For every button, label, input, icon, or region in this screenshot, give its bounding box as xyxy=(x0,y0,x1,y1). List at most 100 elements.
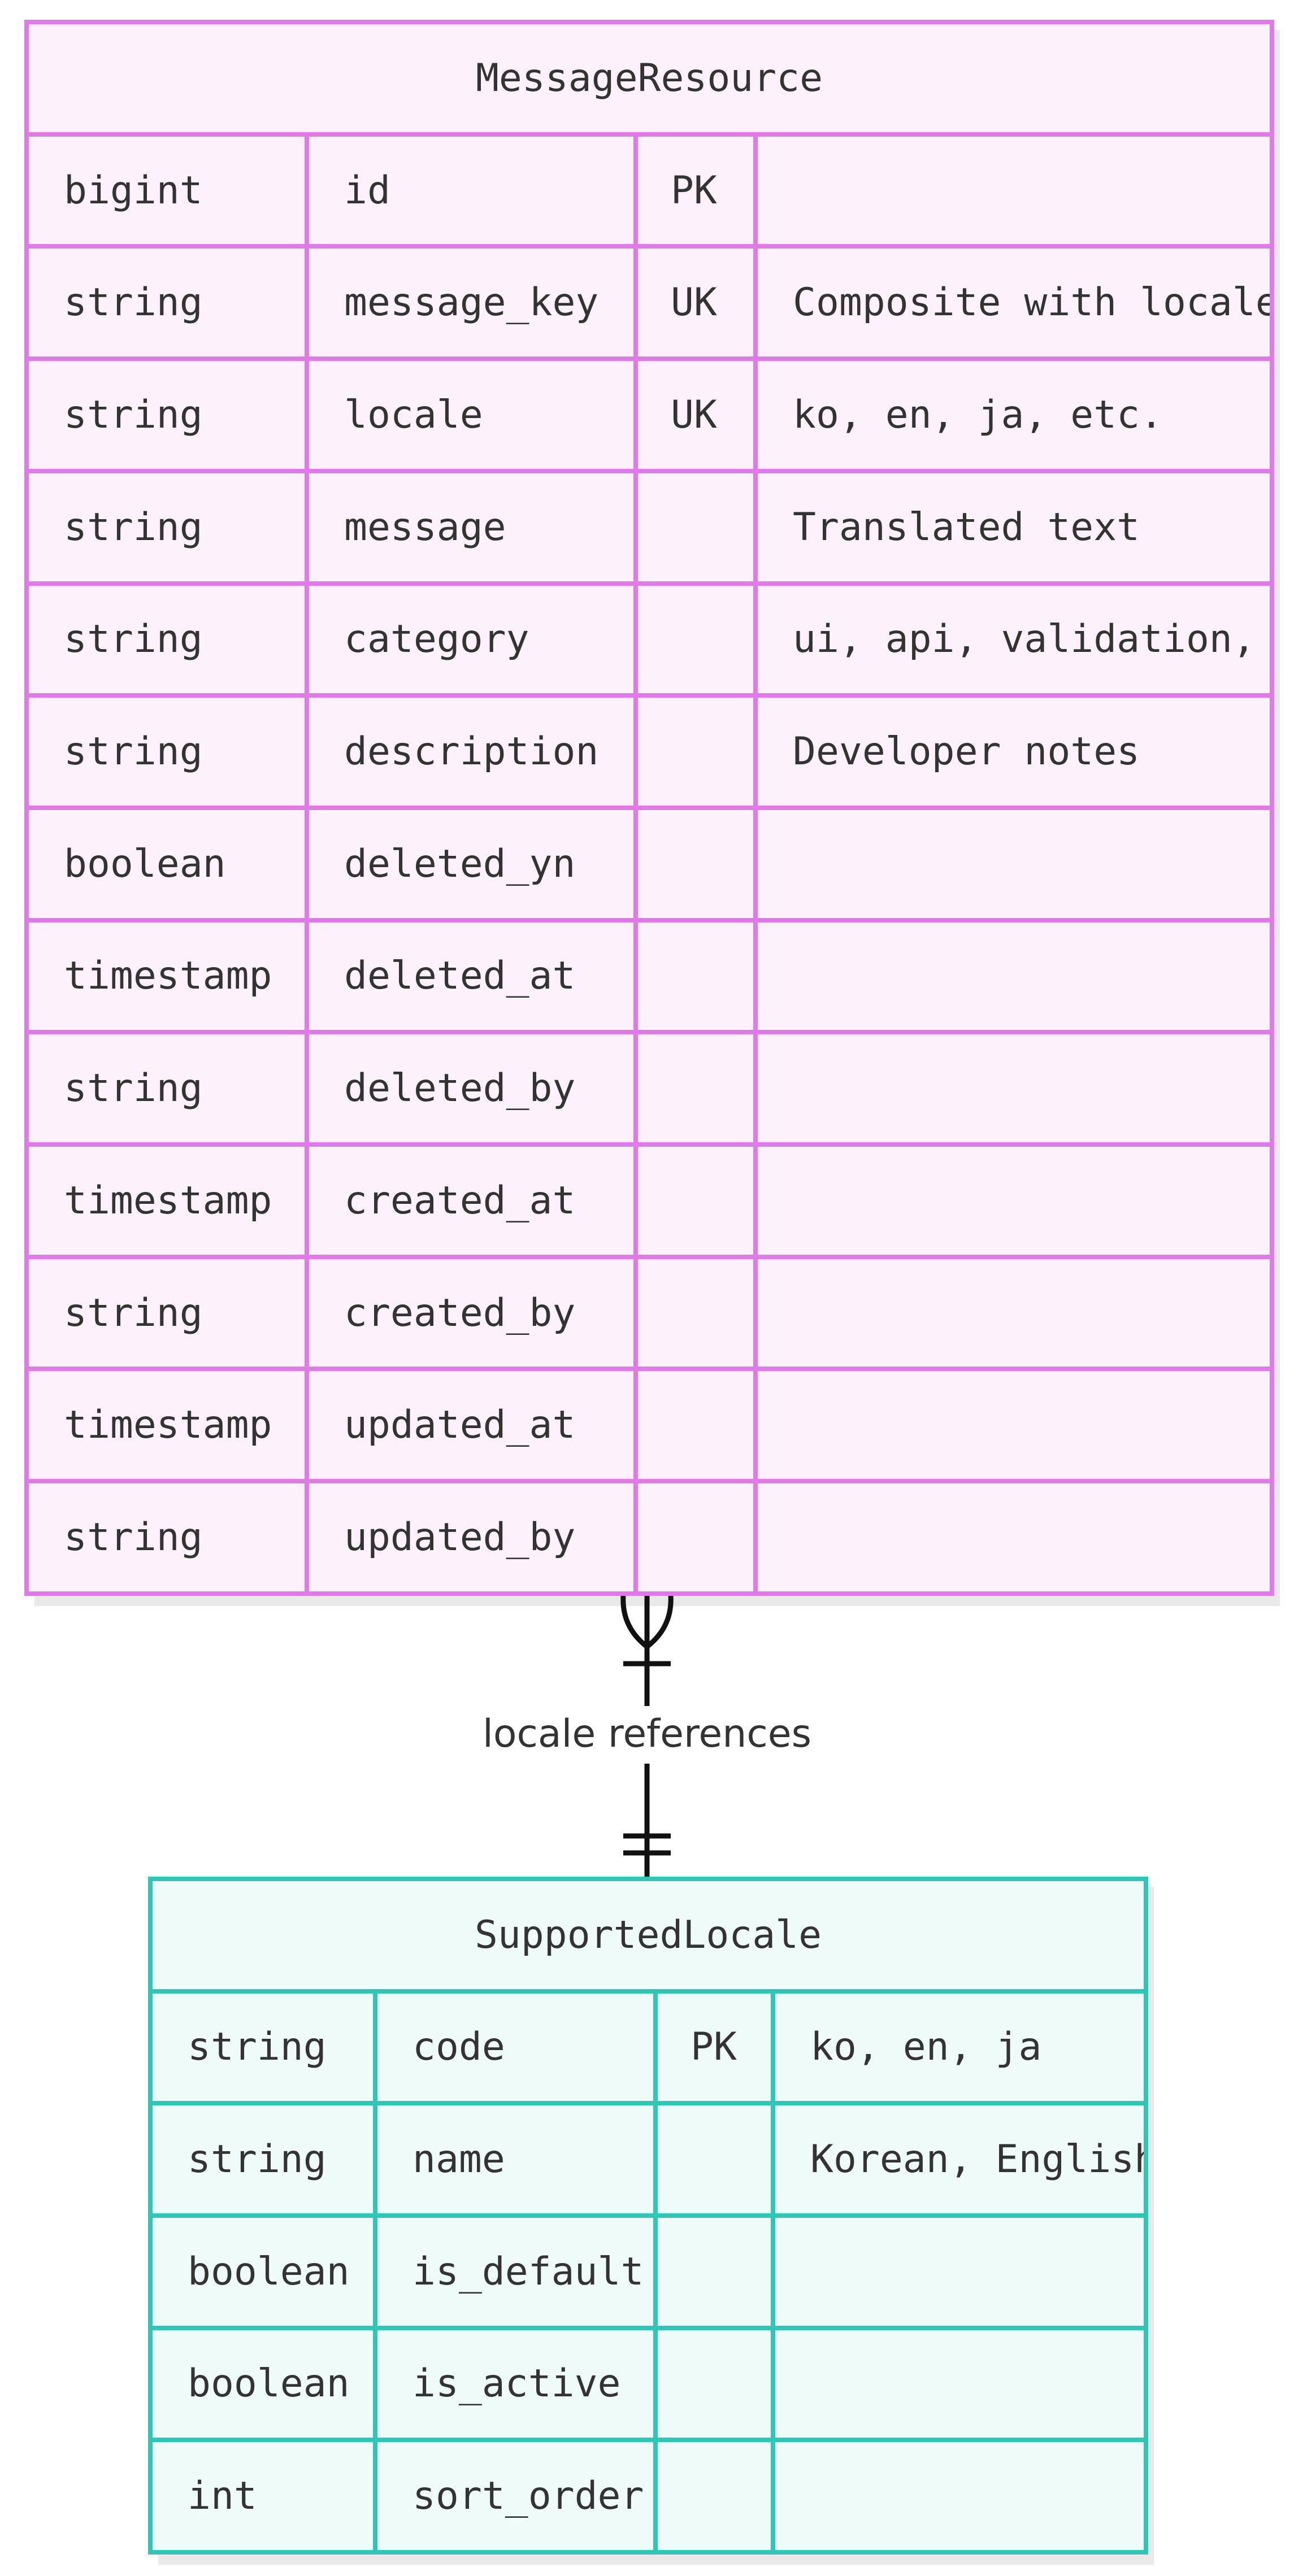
entity-title: MessageResource xyxy=(24,20,1275,137)
attribute-field: description xyxy=(305,693,638,810)
attribute-field: updated_at xyxy=(305,1367,638,1484)
attribute-type: timestamp xyxy=(24,917,309,1035)
attribute-comment: ko, en, ja xyxy=(770,1988,1149,2106)
attribute-comment xyxy=(770,2438,1149,2555)
attribute-comment xyxy=(753,917,1275,1035)
attribute-type: boolean xyxy=(148,2213,377,2330)
attribute-key xyxy=(633,693,758,810)
attribute-type: boolean xyxy=(148,2325,377,2443)
attribute-type: string xyxy=(24,1479,309,1596)
crows-foot-icon xyxy=(620,1595,674,1650)
attribute-type: string xyxy=(24,468,309,586)
attribute-field: code xyxy=(373,1988,658,2106)
attribute-type: int xyxy=(148,2438,377,2555)
attribute-field: deleted_yn xyxy=(305,805,638,923)
attribute-field: is_default xyxy=(373,2213,658,2330)
attribute-comment: ui, api, validation, etc. xyxy=(753,581,1275,698)
relationship-label: locale references xyxy=(0,1706,1294,1763)
attribute-field: deleted_by xyxy=(305,1030,638,1147)
attribute-comment: Composite with locale xyxy=(753,244,1275,362)
attribute-key xyxy=(653,2438,775,2555)
attribute-type: string xyxy=(24,1030,309,1147)
attribute-type: timestamp xyxy=(24,1142,309,1259)
attribute-comment xyxy=(770,2213,1149,2330)
attribute-key xyxy=(633,468,758,586)
attribute-comment xyxy=(753,1367,1275,1484)
attribute-key xyxy=(633,1367,758,1484)
attribute-field: created_by xyxy=(305,1254,638,1372)
attribute-type: string xyxy=(148,2101,377,2218)
attribute-comment: Developer notes xyxy=(753,693,1275,810)
relationship-label-text: locale references xyxy=(471,1712,823,1756)
attribute-type: string xyxy=(24,356,309,473)
attribute-field: sort_order xyxy=(373,2438,658,2555)
attribute-type: timestamp xyxy=(24,1367,309,1484)
attribute-key xyxy=(633,917,758,1035)
attribute-key xyxy=(653,2325,775,2443)
attribute-key: PK xyxy=(653,1988,775,2106)
attribute-type: string xyxy=(24,1254,309,1372)
attribute-type: bigint xyxy=(24,132,309,249)
attribute-comment xyxy=(753,1030,1275,1147)
attribute-field: category xyxy=(305,581,638,698)
attribute-comment xyxy=(753,1142,1275,1259)
attribute-comment xyxy=(770,2325,1149,2443)
attribute-comment xyxy=(753,132,1275,249)
attribute-type: string xyxy=(148,1988,377,2106)
attribute-field: updated_by xyxy=(305,1479,638,1596)
attribute-key xyxy=(653,2213,775,2330)
attribute-key: UK xyxy=(633,356,758,473)
attribute-comment xyxy=(753,1254,1275,1372)
attribute-key xyxy=(633,1479,758,1596)
attribute-field: deleted_at xyxy=(305,917,638,1035)
attribute-comment: Translated text xyxy=(753,468,1275,586)
attribute-key xyxy=(633,1254,758,1372)
attribute-key xyxy=(633,1142,758,1259)
attribute-comment: Korean, English xyxy=(770,2101,1149,2218)
attribute-key xyxy=(633,581,758,698)
attribute-type: string xyxy=(24,581,309,698)
attribute-field: name xyxy=(373,2101,658,2218)
attribute-type: string xyxy=(24,244,309,362)
attribute-key: PK xyxy=(633,132,758,249)
attribute-field: message_key xyxy=(305,244,638,362)
attribute-type: boolean xyxy=(24,805,309,923)
attribute-field: is_active xyxy=(373,2325,658,2443)
attribute-key xyxy=(633,805,758,923)
attribute-field: locale xyxy=(305,356,638,473)
attribute-key xyxy=(633,1030,758,1147)
attribute-comment xyxy=(753,805,1275,923)
attribute-key xyxy=(653,2101,775,2218)
attribute-comment: ko, en, ja, etc. xyxy=(753,356,1275,473)
attribute-comment xyxy=(753,1479,1275,1596)
attribute-field: created_at xyxy=(305,1142,638,1259)
attribute-field: message xyxy=(305,468,638,586)
attribute-type: string xyxy=(24,693,309,810)
attribute-field: id xyxy=(305,132,638,249)
attribute-key: UK xyxy=(633,244,758,362)
entity-title: SupportedLocale xyxy=(147,1877,1149,1994)
